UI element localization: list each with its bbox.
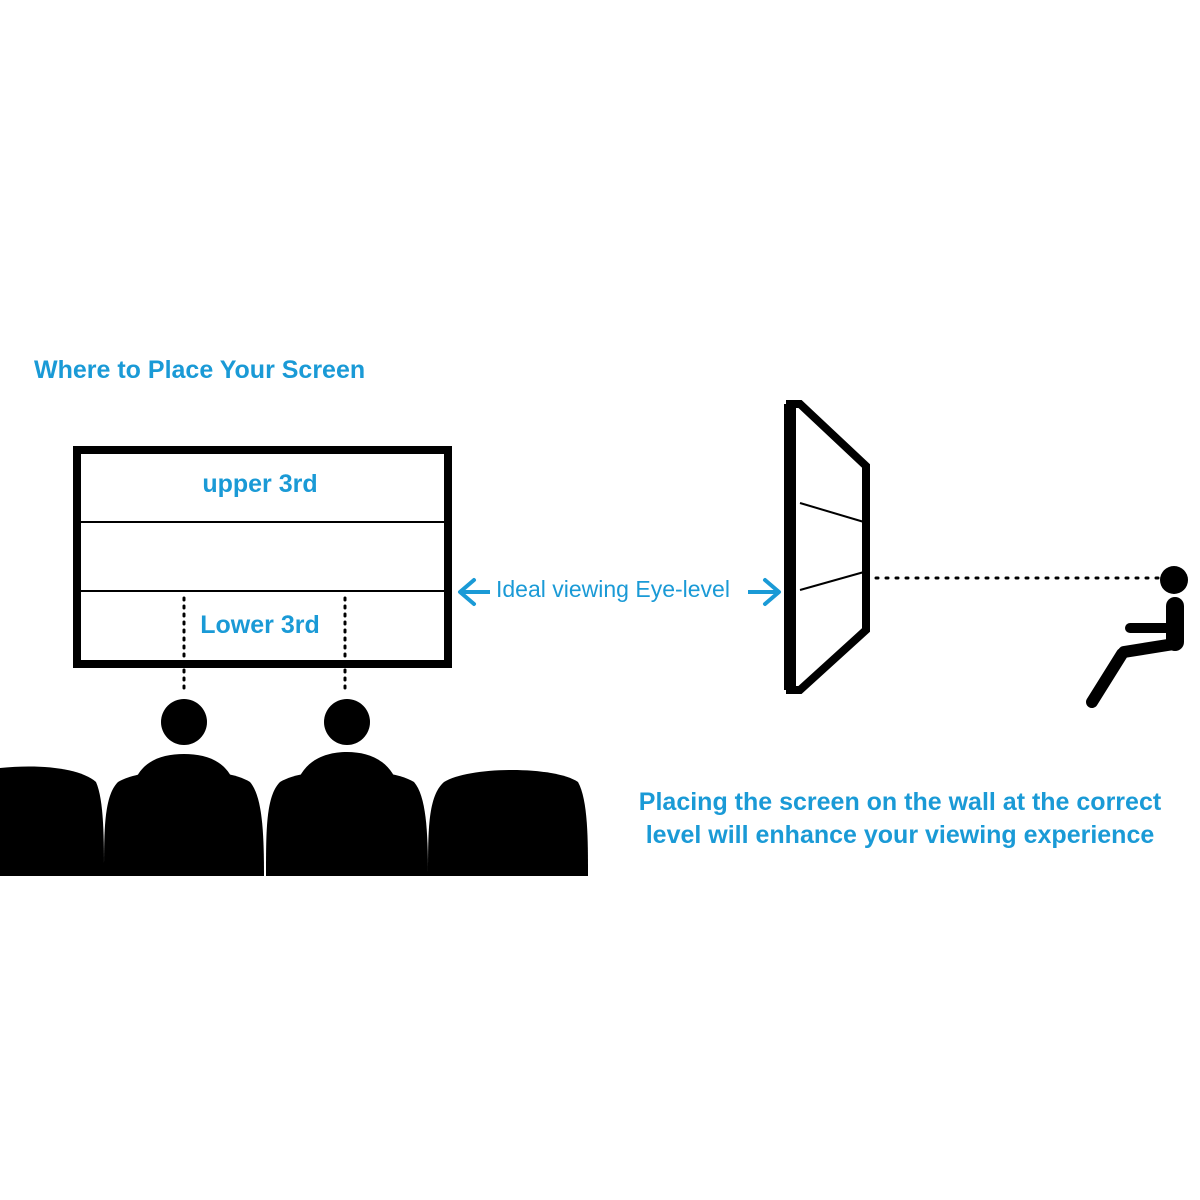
side-screen: [784, 400, 870, 694]
caption-line-1: Placing the screen on the wall at the co…: [638, 788, 1162, 816]
front-screen: [73, 446, 452, 668]
person-head-icon: [324, 699, 370, 745]
side-upper-divider: [799, 502, 865, 523]
theater-seat-icon: [428, 770, 588, 876]
lower-third-label: Lower 3rd: [200, 611, 320, 639]
theater-seat-icon: [104, 770, 264, 876]
eye-level-label: Ideal viewing Eye-level: [496, 576, 730, 602]
upper-third-label: upper 3rd: [202, 470, 318, 498]
theater-seat-icon: [0, 766, 104, 876]
person-head-icon: [161, 699, 207, 745]
theater-seat-row: [0, 766, 588, 876]
screen-frame: [73, 446, 452, 668]
theater-seat-icon: [266, 770, 428, 876]
caption: Placing the screen on the wall at the co…: [600, 786, 1200, 852]
diagram-title: Where to Place Your Screen: [34, 356, 366, 384]
side-screen-frame: [786, 400, 870, 694]
arrow-left-icon: [458, 578, 490, 606]
seated-person-icon: [1086, 566, 1188, 708]
arrow-right-icon: [748, 578, 781, 606]
caption-line-2: level will enhance your viewing experien…: [645, 821, 1155, 849]
side-lower-divider: [799, 571, 865, 591]
